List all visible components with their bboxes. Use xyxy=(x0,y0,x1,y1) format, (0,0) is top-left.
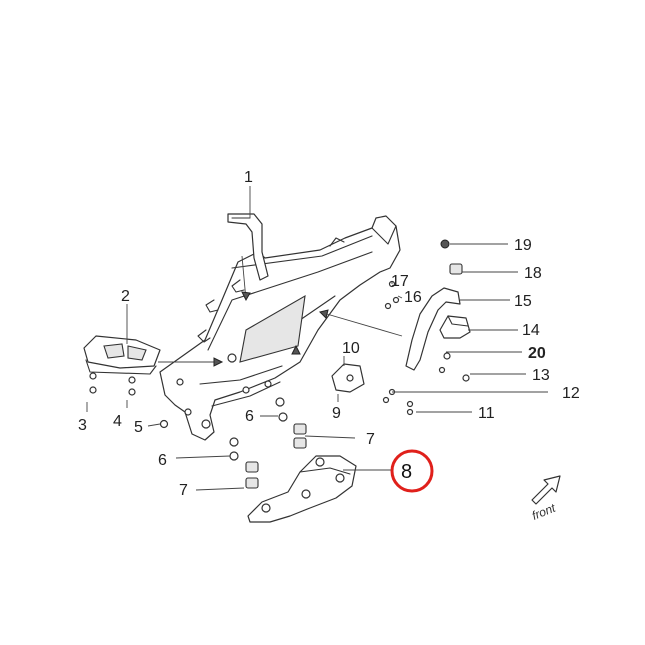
callout-labels: 1 2 3 4 5 6 7 6 7 8 9 10 11 12 13 14 15 … xyxy=(78,169,580,499)
front-label: front xyxy=(530,501,558,523)
leader-lines xyxy=(86,186,548,491)
part-14-bracket[interactable] xyxy=(439,315,471,339)
callout-10: 10 xyxy=(342,340,360,357)
callout-4: 4 xyxy=(113,413,122,430)
callout-5: 5 xyxy=(134,419,143,436)
callout-20: 20 xyxy=(528,345,546,362)
part-2-plate[interactable] xyxy=(83,335,161,375)
callout-6-lower: 6 xyxy=(158,452,167,469)
part-8-bracket[interactable] xyxy=(247,455,357,523)
part-9-bracket[interactable] xyxy=(331,363,365,393)
callout-12: 12 xyxy=(562,385,580,402)
callout-9: 9 xyxy=(332,405,341,422)
part-1-bracket[interactable] xyxy=(227,213,269,281)
front-direction-indicator: front xyxy=(530,475,561,523)
callout-6-upper: 6 xyxy=(245,408,254,425)
callout-11: 11 xyxy=(478,405,495,422)
callout-19: 19 xyxy=(514,237,532,254)
callout-17: 17 xyxy=(391,273,409,290)
callout-13: 13 xyxy=(532,367,550,384)
callout-3: 3 xyxy=(78,417,87,434)
callout-16: 16 xyxy=(404,289,422,306)
arrowheads xyxy=(213,291,329,367)
callout-7-lower: 7 xyxy=(179,482,188,499)
callout-1: 1 xyxy=(244,169,253,186)
callout-8: 8 xyxy=(401,461,412,483)
callout-7-upper: 7 xyxy=(366,431,375,448)
highlight-ring xyxy=(390,449,434,493)
main-frame[interactable] xyxy=(159,215,401,441)
front-arrow-icon xyxy=(531,475,561,505)
callout-2: 2 xyxy=(121,288,130,305)
callout-14: 14 xyxy=(522,322,540,339)
part-15-rail[interactable] xyxy=(405,287,461,371)
hardware-parts xyxy=(89,239,470,489)
callout-18: 18 xyxy=(524,265,542,282)
callout-15: 15 xyxy=(514,293,532,310)
